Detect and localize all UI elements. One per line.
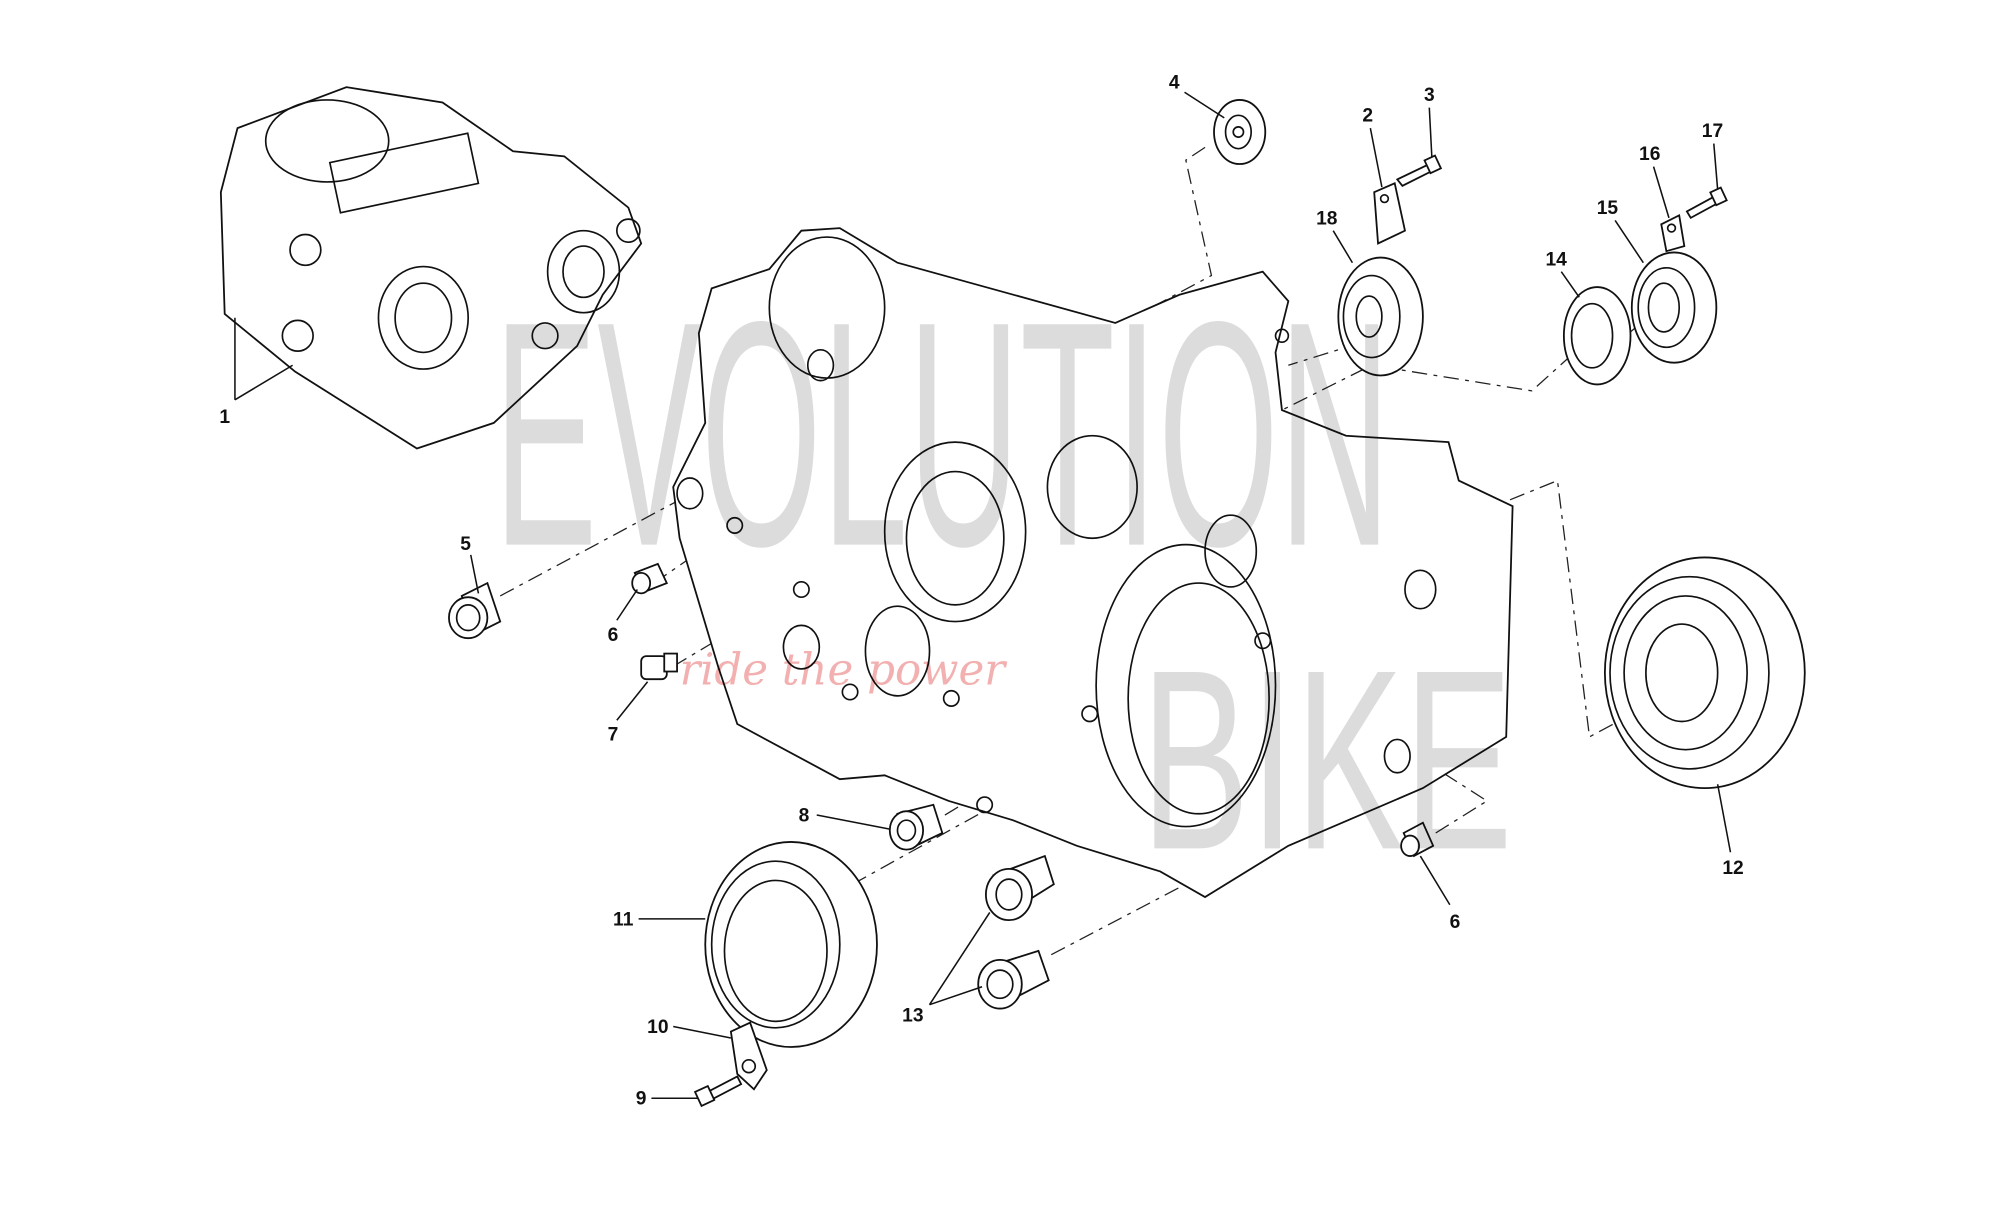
plate-10 [729, 1021, 768, 1091]
callout-9[interactable]: 9 [636, 1089, 647, 1110]
crankcase-assembly[interactable] [219, 86, 643, 450]
callout-3[interactable]: 3 [1424, 85, 1435, 106]
bearing-18 [1337, 256, 1424, 377]
bearing-4 [1213, 99, 1267, 165]
bearing-12 [1603, 556, 1806, 790]
leader-lines [234, 91, 1732, 1100]
dowel-6b [1400, 821, 1435, 858]
watermark: EVOLUTION BIKE ride the power [494, 255, 1513, 904]
callouts: 1 2 3 4 5 6 7 8 9 10 11 12 13 14 15 16 1… [219, 72, 1743, 1109]
plug-7 [640, 652, 678, 681]
callout-14[interactable]: 14 [1545, 249, 1567, 270]
callout-17[interactable]: 17 [1702, 121, 1723, 142]
bushing-13b [977, 949, 1050, 1010]
callout-5[interactable]: 5 [460, 534, 471, 555]
screw-9 [693, 1075, 743, 1108]
callout-15[interactable]: 15 [1597, 198, 1619, 219]
callout-10[interactable]: 10 [647, 1017, 668, 1038]
callout-18[interactable]: 18 [1316, 208, 1338, 229]
callout-8[interactable]: 8 [799, 805, 810, 826]
callout-11[interactable]: 11 [613, 909, 634, 930]
dowel-6 [631, 562, 669, 595]
callout-13[interactable]: 13 [902, 1005, 923, 1026]
callout-6-right[interactable]: 6 [1450, 912, 1461, 933]
screw-17 [1685, 186, 1728, 220]
screw-3 [1395, 154, 1443, 187]
callout-12[interactable]: 12 [1722, 858, 1743, 879]
callout-16[interactable]: 16 [1639, 144, 1660, 165]
watermark-brand-top: EVOLUTION [494, 255, 1391, 613]
callout-4[interactable]: 4 [1169, 72, 1180, 93]
bushing-13a [985, 854, 1055, 922]
plate-16 [1660, 213, 1686, 253]
bushing-8 [888, 803, 944, 851]
crankcase-half[interactable] [672, 227, 1514, 899]
bushing-5 [448, 581, 502, 640]
callout-6[interactable]: 6 [608, 625, 619, 646]
watermark-brand-bottom: BIKE [1141, 617, 1513, 903]
seal-14 [1562, 286, 1632, 386]
callout-2[interactable]: 2 [1362, 106, 1373, 127]
plate-2 [1373, 181, 1406, 245]
watermark-slogan: ride the power [680, 645, 1008, 695]
callout-1[interactable]: 1 [219, 407, 230, 428]
seal-15 [1630, 251, 1718, 364]
seal-11 [704, 841, 878, 1048]
callout-7[interactable]: 7 [608, 725, 619, 746]
